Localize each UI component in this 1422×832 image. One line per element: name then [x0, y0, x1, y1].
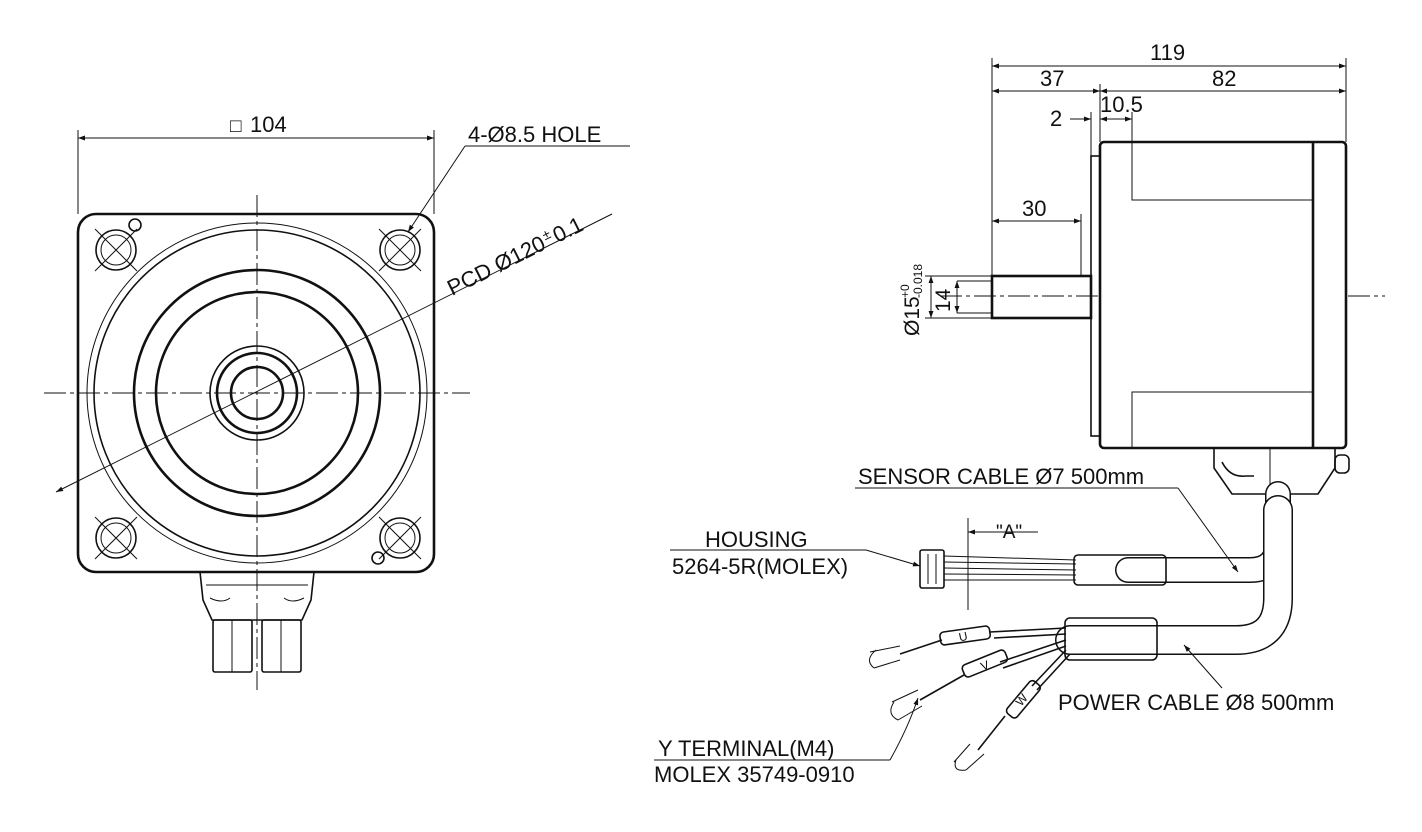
shaft-side-length-label: 37: [1040, 66, 1064, 91]
wire-w-label: W: [1013, 691, 1031, 709]
front-cable-gland: [199, 571, 315, 673]
pcd-label: PCD Ø120: [443, 230, 549, 300]
flange-dim-label: 2: [1050, 106, 1062, 131]
front-view: □ 104 4-Ø8.5 HOLE PCD Ø120 ± 0.1: [44, 112, 630, 690]
housing-part-label: 5264-5R(MOLEX): [672, 554, 848, 579]
power-cable-sleeve: [1064, 617, 1158, 661]
hole-callout-leader: [407, 145, 466, 233]
power-cable-leader: [1183, 644, 1223, 689]
square-dim-value: 104: [250, 112, 287, 137]
small-screw-top: [128, 218, 142, 232]
molex-housing: [919, 549, 945, 589]
terminal-part-label: MOLEX 35749-0910: [654, 762, 855, 787]
mounting-hole-bottom-left: [94, 516, 138, 560]
mounting-hole-top-left: [94, 228, 138, 272]
overall-length-label: 119: [1150, 40, 1185, 65]
terminal-label: Y TERMINAL(M4): [658, 736, 834, 761]
wire-v: V: [890, 639, 1067, 721]
side-view: 119 37 82 2 10.5 30 Ø15 +0 -0.018 14: [898, 40, 1385, 495]
motor-shaft: [990, 274, 1093, 320]
shaft-length-label: 30: [1022, 196, 1046, 221]
sensor-wires: [943, 555, 1077, 581]
sensor-cable-label: SENSOR CABLE Ø7 500mm: [858, 464, 1144, 489]
boss-outer-circle: [209, 345, 305, 441]
pilot-circle: [132, 268, 382, 518]
housing-leader: [865, 549, 921, 567]
shaft-dia-label: Ø15: [901, 296, 924, 336]
power-cable-label: POWER CABLE Ø8 500mm: [1058, 690, 1334, 715]
motor-body: [1098, 140, 1348, 450]
wire-u-label: U: [957, 629, 968, 644]
shaft-tol-lower: -0.018: [911, 264, 925, 298]
shaft-circle: [229, 365, 285, 421]
flat-dim-label: 14: [932, 288, 955, 312]
cable-assembly: "A" U V W: [654, 464, 1334, 787]
square-dim-symbol: □: [230, 116, 242, 137]
terminal-leader: [889, 697, 919, 761]
mounting-hole-top-right: [378, 228, 422, 272]
small-screw-bottom: [371, 551, 385, 565]
wire-w: W: [953, 649, 1071, 771]
inner-ring-circle: [154, 290, 360, 496]
motor-flange-square: [76, 212, 436, 574]
hole-callout-label: 4-Ø8.5 HOLE: [468, 122, 601, 147]
body-circle: [93, 229, 421, 557]
pilot-dim-label: 10.5: [1100, 92, 1143, 117]
body-length-label: 82: [1212, 66, 1236, 91]
pcd-diameter-line: [55, 213, 613, 493]
pcd-tolerance-value: 0.1: [549, 212, 588, 248]
shaft-tol-upper: +0: [898, 284, 912, 298]
detail-a-label: "A": [996, 522, 1022, 543]
housing-label: HOUSING: [705, 527, 808, 552]
mounting-hole-bottom-right: [378, 516, 422, 560]
boss-circle: [215, 351, 299, 435]
wire-v-label: V: [979, 658, 992, 674]
wire-u: U: [869, 625, 1067, 669]
outer-body-circle: [86, 222, 428, 564]
